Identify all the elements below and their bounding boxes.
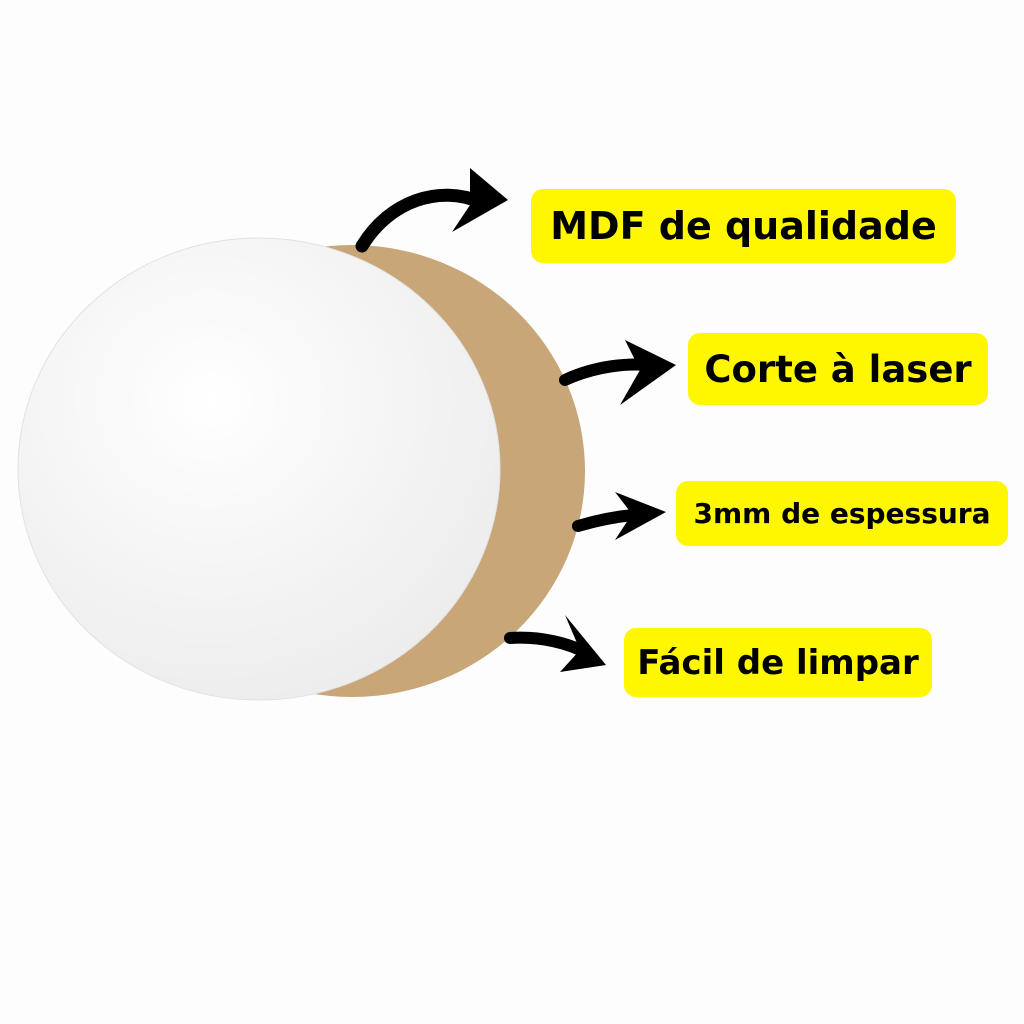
- curved-arrow-icon: [572, 492, 666, 540]
- feature-label-easy-clean: Fácil de limpar: [624, 628, 932, 697]
- feature-label-thickness: 3mm de espessura: [676, 481, 1008, 546]
- feature-text: MDF de qualidade: [550, 204, 937, 248]
- curved-arrow-icon: [504, 615, 606, 672]
- feature-text: 3mm de espessura: [693, 497, 991, 530]
- feature-text: Fácil de limpar: [637, 642, 919, 683]
- feature-label-quality: MDF de qualidade: [531, 189, 956, 263]
- curved-arrow-icon: [559, 340, 676, 405]
- feature-text: Corte à laser: [704, 347, 972, 391]
- white-board: [17, 237, 501, 701]
- feature-label-laser-cut: Corte à laser: [688, 333, 988, 405]
- curved-arrow-icon: [355, 168, 508, 253]
